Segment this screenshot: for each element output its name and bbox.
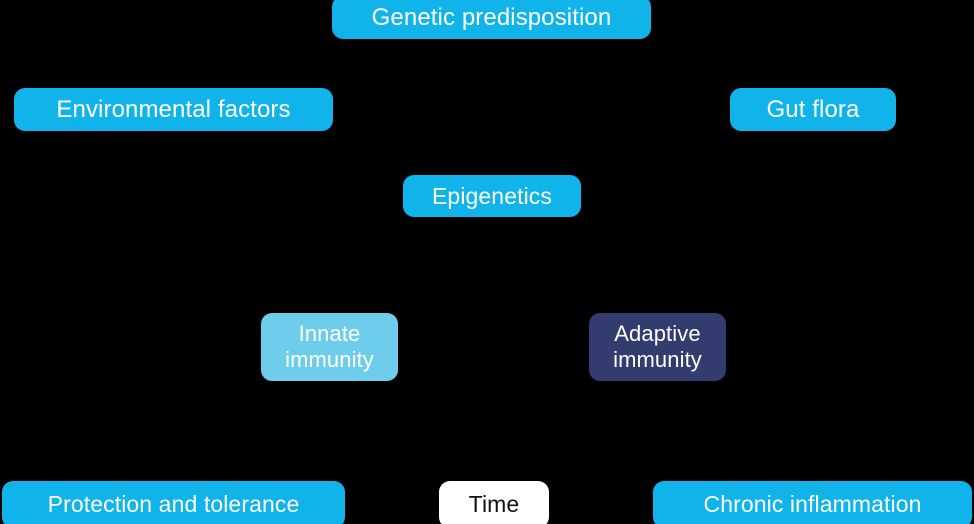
node-innate-immunity[interactable]: Innate immunity: [261, 313, 398, 381]
node-chronic-inflammation[interactable]: Chronic inflammation: [653, 481, 972, 524]
node-time[interactable]: Time: [439, 481, 549, 524]
node-epigenetics[interactable]: Epigenetics: [403, 175, 581, 217]
node-environmental-factors[interactable]: Environmental factors: [14, 88, 333, 131]
node-protection-and-tolerance[interactable]: Protection and tolerance: [2, 481, 345, 524]
node-genetic-predisposition[interactable]: Genetic predisposition: [332, 0, 651, 39]
node-gut-flora[interactable]: Gut flora: [730, 88, 896, 131]
node-adaptive-immunity[interactable]: Adaptive immunity: [589, 313, 726, 381]
